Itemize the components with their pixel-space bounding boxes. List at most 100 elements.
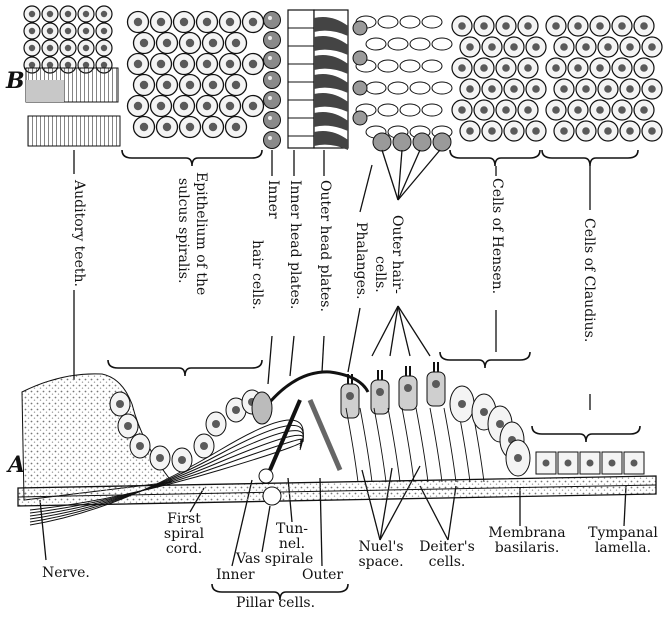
- auditory-cell-nucleus: [29, 45, 35, 51]
- auditory-cell-nucleus: [83, 28, 89, 34]
- outer-pillar: [310, 400, 340, 470]
- sulcus-cell-nucleus: [180, 102, 188, 110]
- sulcus-cell-nucleus: [186, 81, 194, 89]
- sulcus-cell-nucleus: [157, 102, 165, 110]
- section-outer-hair-cell: [371, 380, 389, 414]
- inner-hair-cell: [264, 132, 281, 149]
- label-auditory-teeth: Auditory teeth.: [71, 180, 86, 287]
- hensen-cell-nucleus: [480, 64, 488, 72]
- claudius-cell-nucleus: [560, 85, 568, 93]
- sulcus-cell-nucleus: [209, 81, 217, 89]
- section-outer-hair-nucleus: [376, 388, 384, 396]
- section-sulcus-nucleus: [178, 456, 186, 464]
- section-claudius-nucleus: [587, 460, 594, 467]
- section-sulcus-nucleus: [116, 400, 124, 408]
- auditory-cell-nucleus: [65, 45, 71, 51]
- outer-hair-cell-small: [353, 111, 367, 125]
- section-outer-hair-nucleus: [346, 392, 354, 400]
- section-sulcus-nucleus: [136, 442, 144, 450]
- section-claudius-nucleus: [565, 460, 572, 467]
- outer-hair-cell-small: [353, 51, 367, 65]
- auditory-cell-nucleus: [83, 11, 89, 17]
- claudius-cell-nucleus: [552, 22, 560, 30]
- deiters-fiber: [388, 408, 400, 482]
- sulcus-cell-nucleus: [232, 81, 240, 89]
- hensen-cell-nucleus: [502, 22, 510, 30]
- leader-outer-plate-down: [322, 336, 324, 372]
- sulcus-cell-nucleus: [157, 18, 165, 26]
- section-outer-hair-cell: [427, 372, 445, 406]
- label-cells-of-hensen: Cells of Hensen.: [489, 178, 504, 294]
- claudius-cell-nucleus: [552, 106, 560, 114]
- label-inner-head-plates: Inner head plates.: [287, 180, 302, 309]
- sulcus-cell-nucleus: [232, 39, 240, 47]
- section-sulcus-nucleus: [232, 406, 240, 414]
- claudius-cell-nucleus: [552, 64, 560, 72]
- label-phalanges: Phalanges.: [353, 222, 368, 300]
- deiters-fiber: [444, 408, 456, 482]
- claudius-cell-nucleus: [640, 64, 648, 72]
- tunnel-line2: nel.: [272, 537, 312, 552]
- hensen-cell-nucleus: [480, 106, 488, 114]
- section-claudius-nucleus: [631, 460, 638, 467]
- auditory-cell-nucleus: [29, 62, 35, 68]
- deiters-fiber: [346, 408, 358, 482]
- hensen-cell-nucleus: [466, 43, 474, 51]
- label-epithelium-line1: Epithelium of the: [193, 172, 208, 295]
- hensen-cell-nucleus: [510, 43, 518, 51]
- auditory-cell-nucleus: [101, 45, 107, 51]
- sulcus-cell-nucleus: [186, 123, 194, 131]
- claudius-cell-nucleus: [648, 85, 656, 93]
- phalanx-cell: [388, 82, 408, 94]
- brace-hensen: [450, 150, 540, 166]
- section-outer-hair-cell: [341, 384, 359, 418]
- claudius-cell-nucleus: [626, 85, 634, 93]
- tunnel-space: [259, 469, 273, 483]
- outer-hair-cell-small: [353, 81, 367, 95]
- first-spiral-cord-line3: cord.: [156, 542, 212, 557]
- tympanal-lamella-line1: Tympanal: [580, 526, 666, 541]
- phalanx-cell: [422, 60, 442, 72]
- sulcus-cell-nucleus: [209, 123, 217, 131]
- brace-hensen-section: [440, 352, 530, 368]
- label-deiters-cells: Deiter's cells.: [412, 540, 482, 570]
- inner-hair-cell: [264, 92, 281, 109]
- outer-hair-cell: [413, 133, 431, 151]
- phalanx-cell: [400, 16, 420, 28]
- brace-sulcus-section: [108, 360, 262, 376]
- auditory-cell-nucleus: [83, 45, 89, 51]
- claudius-cell-nucleus: [582, 127, 590, 135]
- hensen-cell-nucleus: [532, 127, 540, 135]
- phal-fan-4: [398, 306, 430, 356]
- sulcus-cell-nucleus: [226, 18, 234, 26]
- limbus: [22, 374, 172, 500]
- inner-hair-cell-dot: [268, 96, 272, 100]
- leader-inner-hair-down: [268, 336, 272, 384]
- label-pillar-cells: Pillar cells.: [236, 596, 315, 611]
- membrana-basilaris-line2: basilaris.: [484, 541, 570, 556]
- sulcus-cell-nucleus: [226, 60, 234, 68]
- phalanx-cell: [378, 104, 398, 116]
- deiters-fiber: [374, 408, 386, 482]
- hensen-cell-nucleus: [466, 85, 474, 93]
- deiters-fiber: [402, 408, 414, 482]
- hensen-cell-nucleus: [502, 106, 510, 114]
- inner-hair-cell: [264, 32, 281, 49]
- section-outer-hair-nucleus: [432, 380, 440, 388]
- tympanal-lamella-line2: lamella.: [580, 541, 666, 556]
- sulcus-cell-nucleus: [186, 39, 194, 47]
- claudius-cell-nucleus: [574, 22, 582, 30]
- sulcus-cell-nucleus: [140, 123, 148, 131]
- auditory-cell-nucleus: [47, 28, 53, 34]
- inner-hair-cell-dot: [268, 116, 272, 120]
- figure-letter-b: B: [6, 74, 25, 89]
- section-hensen-nucleus: [496, 420, 504, 428]
- section-view-A: [18, 362, 656, 525]
- label-tunnel: Tun- nel.: [272, 522, 312, 552]
- brace-claudius-section: [532, 426, 640, 442]
- label-outer-hair-line1: Outer hair-: [389, 215, 404, 294]
- sulcus-cell-nucleus: [180, 18, 188, 26]
- figure-letter-a: A: [8, 458, 25, 473]
- claudius-cell-nucleus: [618, 106, 626, 114]
- label-inner-hair-line2: hair cells.: [249, 240, 264, 310]
